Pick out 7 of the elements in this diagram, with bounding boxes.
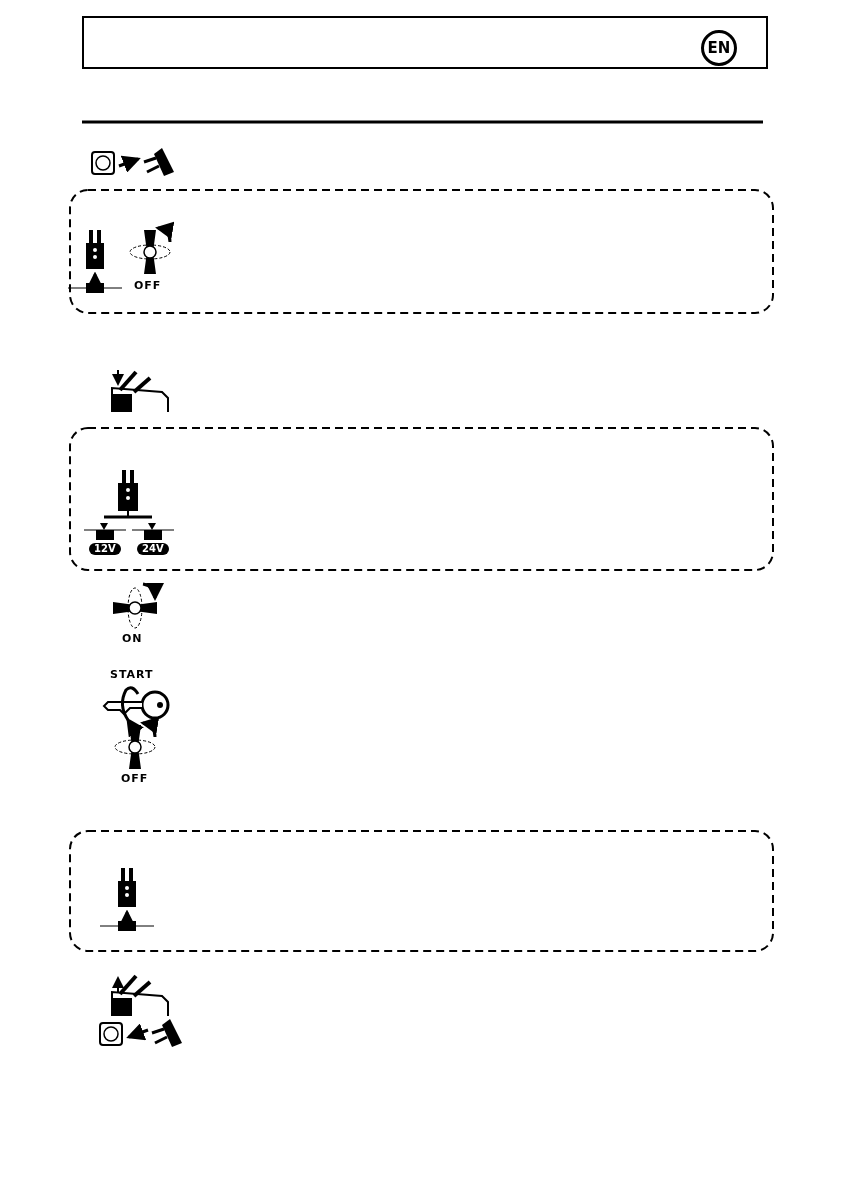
voltage-label: 24V bbox=[137, 543, 169, 555]
language-badge: EN bbox=[701, 30, 737, 66]
switch-position-label: OFF bbox=[134, 280, 162, 291]
switch-position-label: ON bbox=[122, 633, 143, 644]
key-position-label: START bbox=[110, 669, 154, 680]
voltage-label: 12V bbox=[89, 543, 121, 555]
switch-position-label: OFF bbox=[121, 773, 149, 784]
